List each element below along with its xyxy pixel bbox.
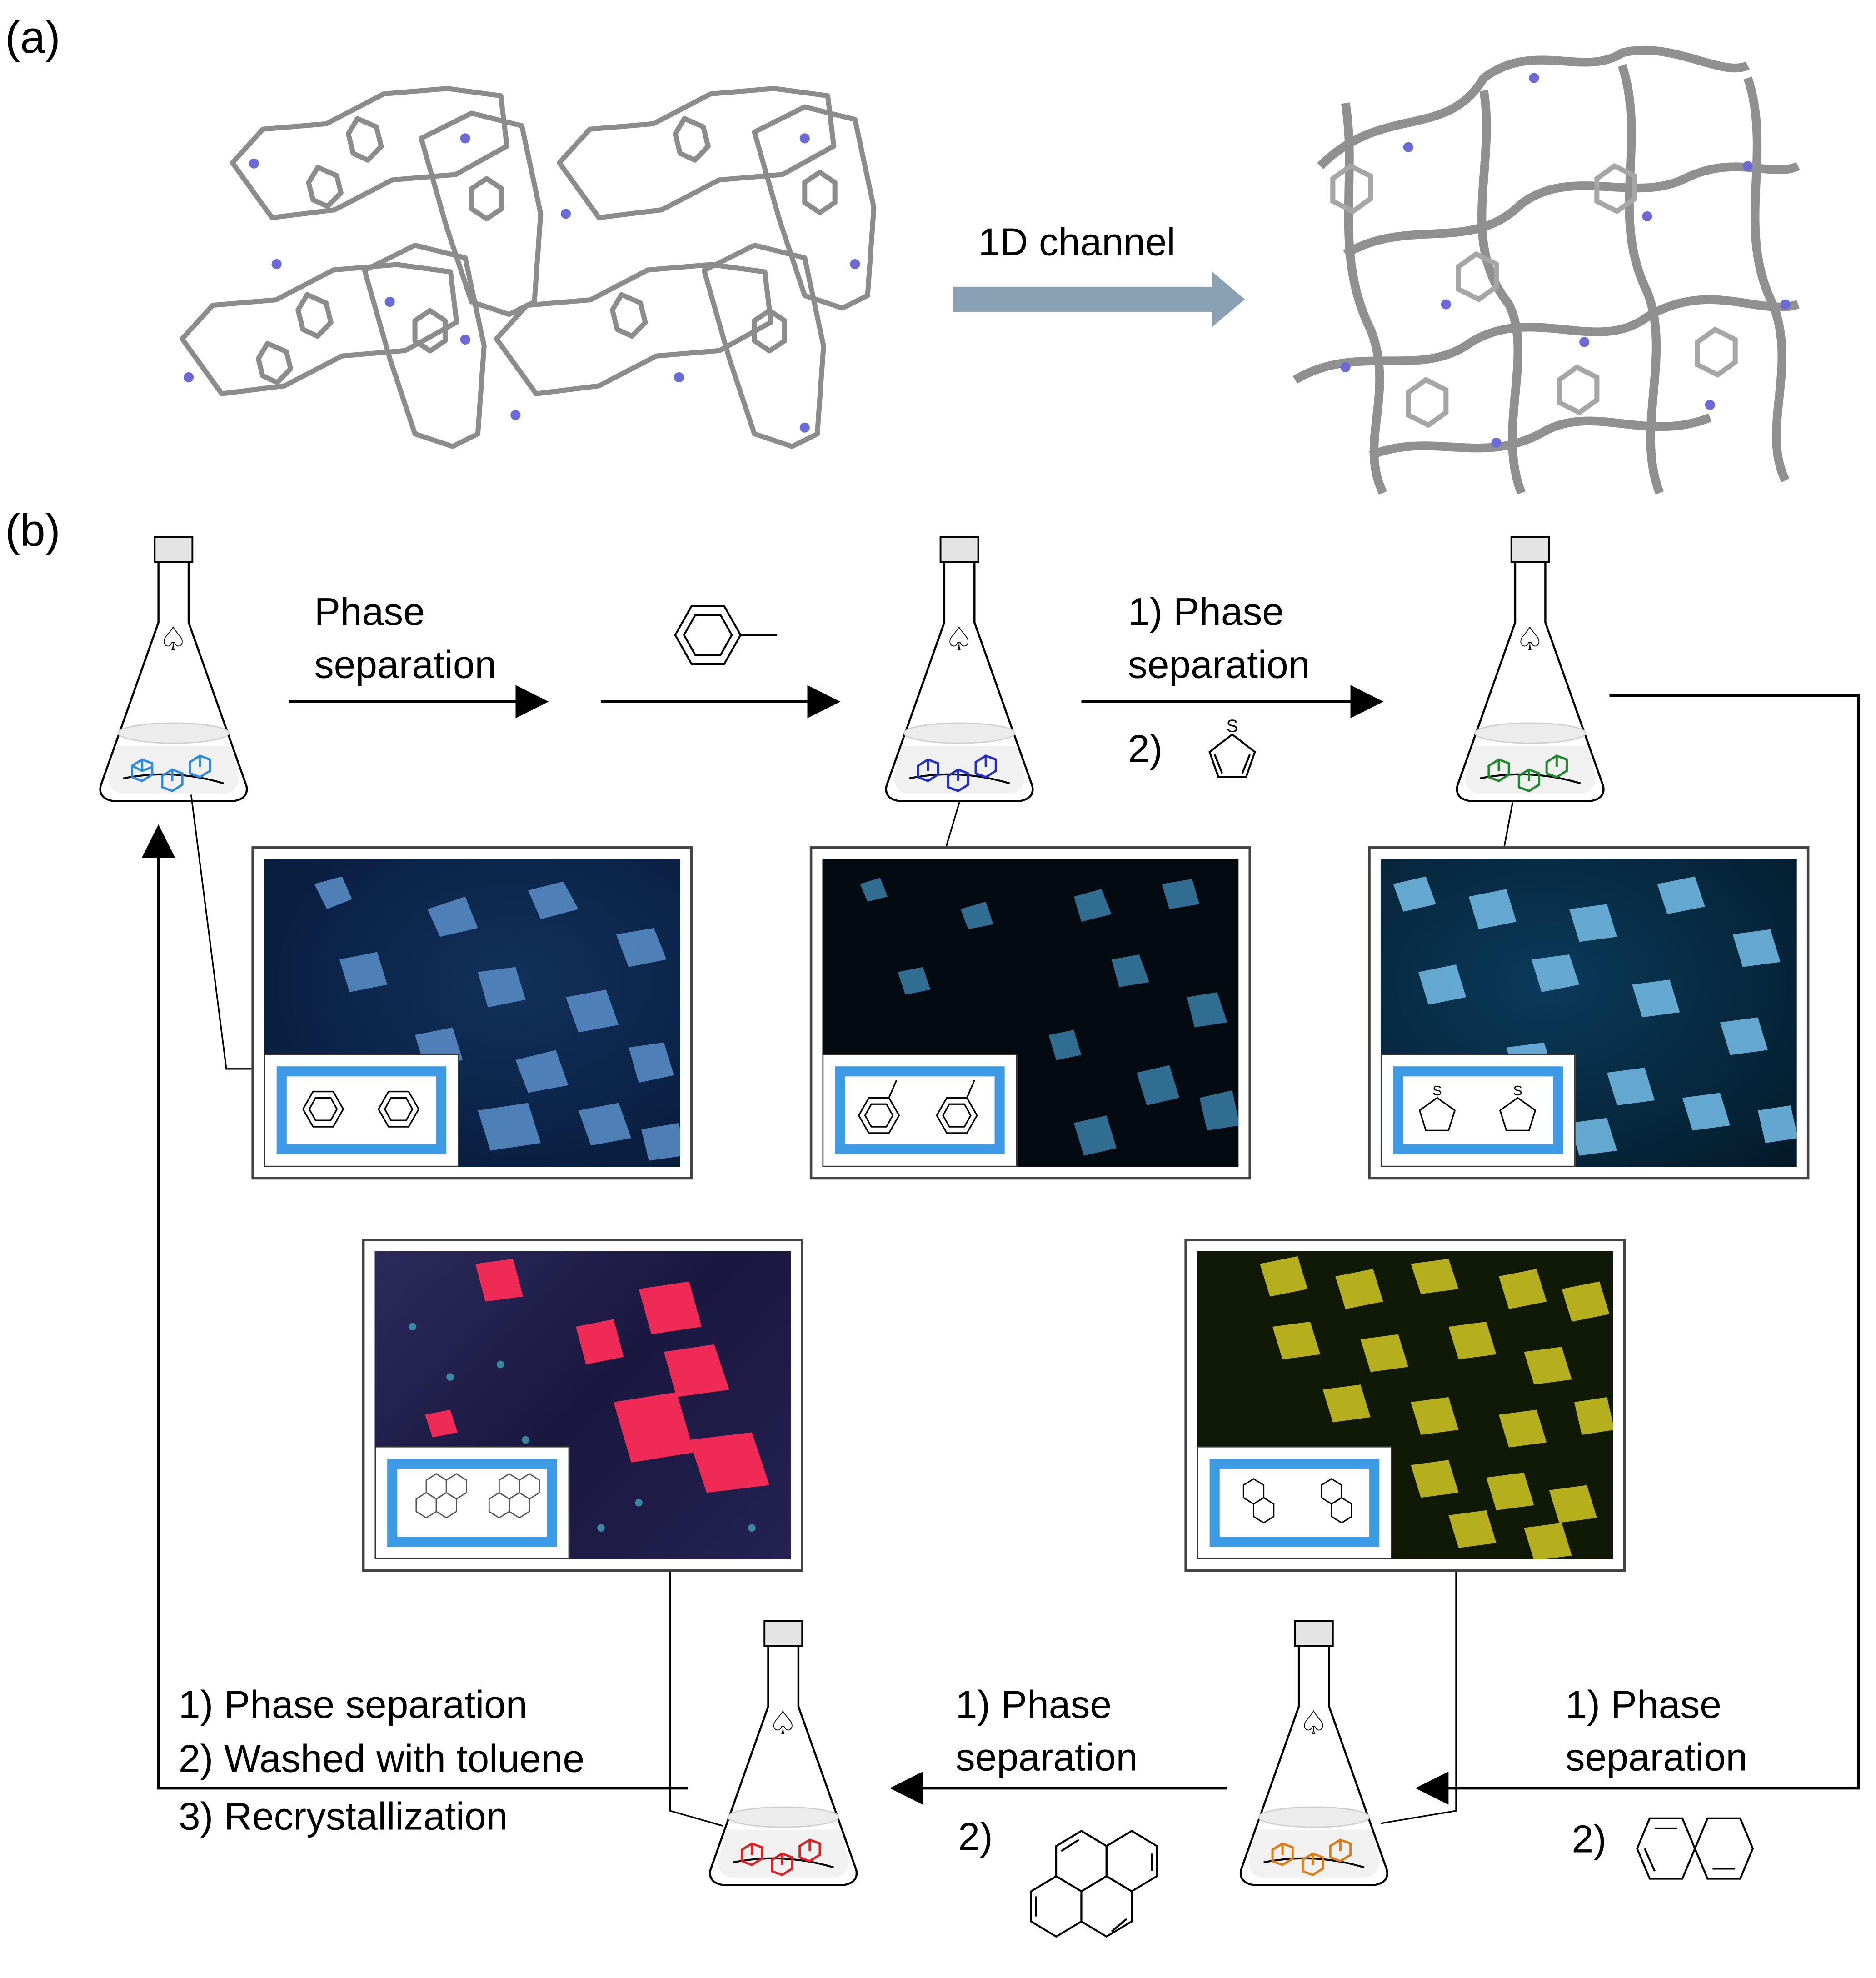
inset-toluene bbox=[822, 1054, 1018, 1167]
macrocycle-v3 bbox=[752, 104, 877, 311]
step1-line1: Phase bbox=[314, 589, 425, 634]
step3-line1: 1) Phase bbox=[1565, 1682, 1721, 1727]
crystals-blue bbox=[131, 754, 211, 793]
flask-thiophene: ♤ bbox=[1455, 534, 1606, 805]
step4-line1: 1) Phase bbox=[955, 1682, 1112, 1727]
macrocycle-v2 bbox=[362, 242, 487, 449]
step4-line2: separation bbox=[955, 1735, 1138, 1780]
step5-line2: 2) Washed with toluene bbox=[178, 1736, 585, 1781]
naphthalene-structure bbox=[1636, 1817, 1754, 1880]
macrocycle-packing-illustration bbox=[180, 86, 877, 449]
inset-border bbox=[835, 1066, 1005, 1154]
spade-icon: ♤ bbox=[158, 620, 188, 658]
benzene-pair-structures bbox=[302, 1090, 420, 1128]
inset-border bbox=[387, 1459, 557, 1547]
thiophene-sulfur: S bbox=[1227, 716, 1238, 736]
channel-arrow bbox=[953, 271, 1245, 327]
inset-border bbox=[1393, 1066, 1563, 1154]
step2-line2: separation bbox=[1128, 642, 1310, 687]
spade-icon: ♤ bbox=[944, 620, 974, 658]
spade-icon: ♤ bbox=[1515, 620, 1545, 658]
flask-benzene: ♤ bbox=[98, 534, 249, 805]
inset-benzene bbox=[264, 1054, 459, 1167]
flask-toluene: ♤ bbox=[884, 534, 1035, 805]
crystal-shapes-toluene bbox=[860, 878, 1239, 1156]
toluene-structure bbox=[674, 605, 777, 665]
photo-thiophene-crystals: S S bbox=[1368, 846, 1810, 1180]
inset-pyrene bbox=[374, 1446, 570, 1559]
naphthalene-pair-structures bbox=[1242, 1478, 1352, 1524]
thiophene-sulfur: S bbox=[1513, 1083, 1522, 1099]
step2-line1: 1) Phase bbox=[1128, 589, 1284, 634]
step4-line3: 2) bbox=[958, 1814, 993, 1859]
flask-naphthalene: ♤ bbox=[1238, 1618, 1389, 1889]
macrocycle-v4 bbox=[701, 242, 826, 449]
crystals-orange bbox=[1271, 1838, 1352, 1877]
toluene-pair-structures bbox=[858, 1080, 978, 1134]
inset-border bbox=[1209, 1459, 1380, 1547]
step2-line3: 2) bbox=[1128, 727, 1163, 771]
macrocycle-h4 bbox=[494, 262, 773, 396]
thiophene-pair-structures: S S bbox=[1418, 1083, 1537, 1132]
crystals-red bbox=[740, 1838, 821, 1877]
panel-a-label: (a) bbox=[5, 11, 60, 63]
channel-structure-illustration bbox=[1292, 45, 1800, 495]
step3-line3: 2) bbox=[1572, 1817, 1607, 1861]
spade-icon: ♤ bbox=[1299, 1704, 1328, 1742]
macrocycle-v1 bbox=[419, 110, 544, 317]
step5-line1: 1) Phase separation bbox=[178, 1682, 528, 1727]
photo-naphthalene-crystals bbox=[1184, 1239, 1626, 1572]
pyrene-structure bbox=[1030, 1830, 1158, 1938]
pyrene-pair-structures bbox=[415, 1473, 540, 1519]
flask-pyrene: ♤ bbox=[708, 1618, 859, 1889]
inset-naphthalene bbox=[1197, 1446, 1392, 1559]
crystals-green bbox=[1487, 754, 1568, 793]
panel-b-label: (b) bbox=[5, 504, 60, 556]
arrow-label-1d-channel: 1D channel bbox=[978, 220, 1176, 265]
inset-thiophene: S S bbox=[1380, 1054, 1576, 1167]
channel-nitrogen-atoms bbox=[1340, 73, 1791, 448]
macrocycle-h3 bbox=[557, 86, 837, 220]
inset-border bbox=[276, 1066, 447, 1154]
crystal-photo-pyrene bbox=[374, 1251, 791, 1559]
thiophene-sulfur: S bbox=[1432, 1083, 1442, 1099]
spade-icon: ♤ bbox=[768, 1704, 798, 1742]
photo-pyrene-crystals bbox=[362, 1239, 803, 1572]
crystals-dark-blue bbox=[917, 754, 997, 793]
photo-benzene-crystals bbox=[251, 846, 693, 1180]
step3-line2: separation bbox=[1565, 1735, 1748, 1780]
crystal-shapes-naphthalene bbox=[1260, 1256, 1613, 1559]
macrocycle-h2 bbox=[180, 262, 459, 396]
crystal-photo-thiophene bbox=[1380, 859, 1797, 1167]
crystal-shapes-thiophene bbox=[1393, 876, 1797, 1156]
step1-line2: separation bbox=[314, 642, 497, 687]
step5-line3: 3) Recrystallization bbox=[178, 1794, 508, 1839]
nitrogen-atoms bbox=[183, 133, 860, 433]
thiophene-structure: S bbox=[1208, 716, 1256, 778]
photo-toluene-crystals bbox=[809, 846, 1251, 1180]
crystal-shapes-pyrene bbox=[409, 1259, 770, 1532]
